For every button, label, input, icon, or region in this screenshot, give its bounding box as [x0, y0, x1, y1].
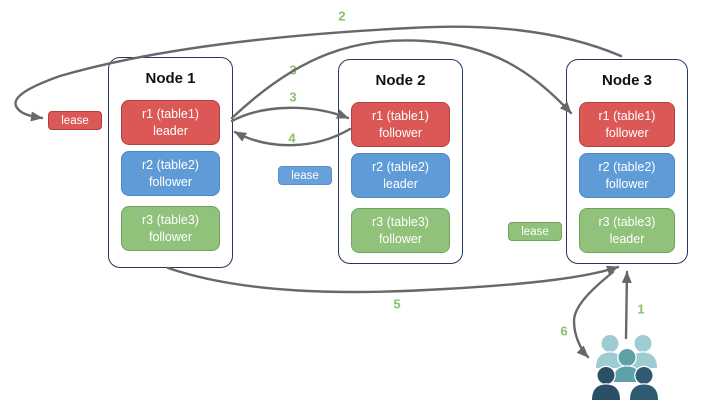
node-3-title: Node 3	[601, 72, 652, 89]
node-2-title: Node 2	[375, 72, 426, 89]
step-label-2: 2	[338, 8, 346, 24]
arrow-step-5	[166, 265, 620, 294]
node-1-replica-r2: r2 (table2) follower	[121, 151, 220, 196]
node-2-replica-r3: r3 (table3) follower	[351, 208, 450, 253]
node-3-replica-r3: r3 (table3) leader	[579, 208, 675, 253]
replica-name: r1 (table1)	[598, 109, 656, 124]
step-label-1: 1	[637, 301, 645, 317]
node-2-container: Node 2 r1 (table1) follower r2 (table2) …	[338, 59, 463, 264]
replica-role: follower	[605, 125, 649, 140]
lease-badge-green: lease	[508, 222, 562, 241]
node-2-replica-r1: r1 (table1) follower	[351, 102, 450, 147]
step-label-4: 4	[288, 130, 296, 146]
node-1-container: Node 1 r1 (table1) leader r2 (table2) fo…	[108, 57, 233, 268]
step-label-3b: 3	[289, 89, 297, 105]
replica-role: leader	[153, 123, 188, 138]
arrow-step-2	[14, 25, 623, 122]
replica-name: r1 (table1)	[372, 109, 429, 124]
replica-name: r3 (table3)	[598, 215, 656, 230]
replica-name: r2 (table2)	[372, 160, 429, 175]
arrow-step-1	[621, 270, 632, 340]
replica-role: leader	[609, 231, 645, 246]
node-3-replica-r2: r2 (table2) follower	[579, 153, 675, 198]
step-label-5: 5	[393, 296, 401, 312]
node-3-container: Node 3 r1 (table1) follower r2 (table2) …	[566, 59, 688, 264]
replica-role: follower	[148, 229, 193, 244]
lease-badge-red: lease	[48, 111, 102, 130]
node-3-replica-r1: r1 (table1) follower	[579, 102, 675, 147]
replica-name: r3 (table3)	[372, 215, 429, 230]
replica-role: leader	[383, 176, 418, 191]
node-1-replica-r3: r3 (table3) follower	[121, 206, 220, 251]
step-label-6: 6	[560, 323, 568, 339]
step-label-3a: 3	[289, 62, 297, 78]
users-icon	[590, 333, 660, 402]
replica-role: follower	[378, 231, 423, 246]
replica-name: r2 (table2)	[598, 160, 656, 175]
node-1-title: Node 1	[145, 70, 196, 87]
replica-name: r3 (table3)	[142, 213, 199, 228]
replica-role: follower	[378, 125, 423, 140]
replica-role: follower	[605, 176, 649, 191]
node-2-replica-r2: r2 (table2) leader	[351, 153, 450, 198]
replica-role: follower	[148, 174, 193, 189]
replica-name: r2 (table2)	[142, 158, 199, 173]
lease-badge-blue: lease	[278, 166, 332, 185]
arrow-step-3-to-node2	[230, 106, 350, 123]
node-1-replica-r1: r1 (table1) leader	[121, 100, 220, 145]
replica-name: r1 (table1)	[142, 107, 199, 122]
